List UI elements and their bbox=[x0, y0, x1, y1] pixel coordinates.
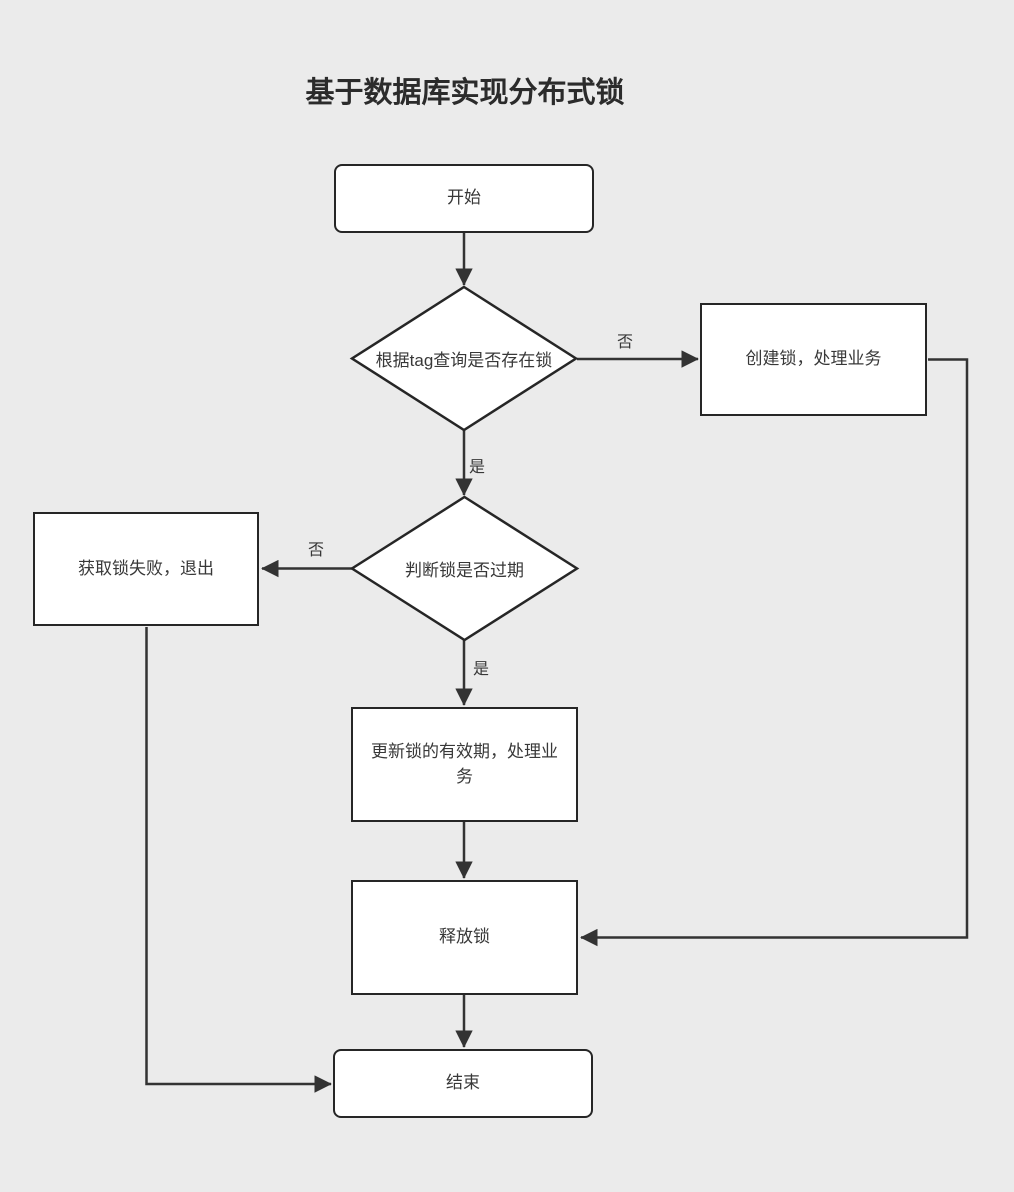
edge-create-lock-to-release-lock bbox=[580, 358, 969, 947]
decision-check-exists-shape bbox=[349, 285, 579, 432]
edge-label-exists-yes: 是 bbox=[468, 459, 486, 476]
node-end: 结束 bbox=[333, 1049, 593, 1118]
node-update-lock-label: 更新锁的有效期，处理业务 bbox=[371, 741, 558, 786]
node-end-label: 结束 bbox=[446, 1073, 480, 1093]
edge-label-expired-yes: 是 bbox=[472, 661, 490, 678]
node-start-label: 开始 bbox=[447, 188, 481, 208]
node-release-lock-label: 释放锁 bbox=[439, 927, 490, 947]
node-release-lock: 释放锁 bbox=[351, 880, 578, 995]
edge-acquire-fail-to-end bbox=[145, 627, 332, 1093]
node-acquire-fail: 获取锁失败，退出 bbox=[33, 512, 259, 626]
decision-check-expired-shape bbox=[349, 495, 580, 642]
node-create-lock-label: 创建锁，处理业务 bbox=[745, 349, 882, 369]
edge-label-exists-no: 否 bbox=[616, 334, 634, 351]
node-update-lock: 更新锁的有效期，处理业务 bbox=[351, 707, 578, 822]
node-acquire-fail-label: 获取锁失败，退出 bbox=[78, 558, 214, 578]
node-create-lock: 创建锁，处理业务 bbox=[700, 303, 927, 416]
diagram-title: 基于数据库实现分布式锁 bbox=[305, 77, 625, 109]
node-start: 开始 bbox=[334, 164, 594, 233]
edge-label-expired-no: 否 bbox=[307, 542, 325, 559]
